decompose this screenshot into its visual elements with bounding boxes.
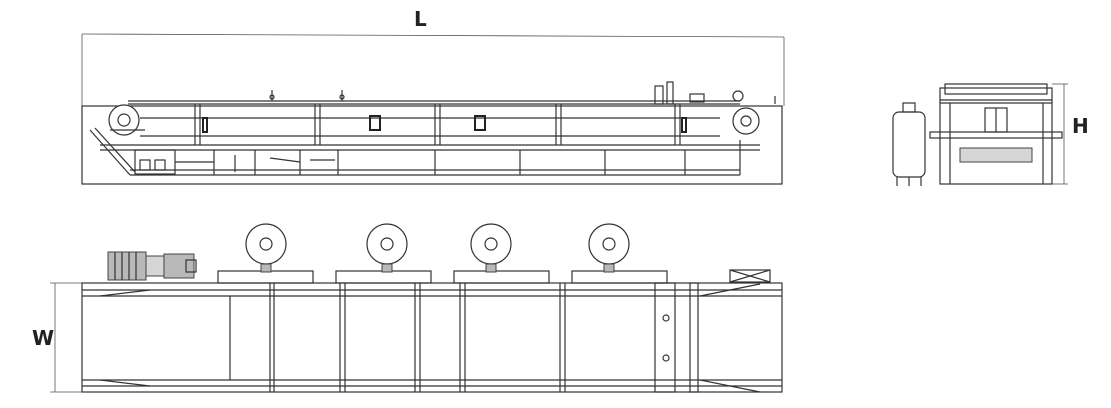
end-view: H — [892, 83, 1089, 186]
roller-support-plates — [217, 270, 668, 284]
width-dimension-label: W — [32, 326, 54, 350]
head-roller-left — [108, 104, 145, 136]
end-frame — [929, 83, 1063, 185]
tail-roller-right — [732, 90, 760, 135]
side-view: L — [81, 7, 785, 185]
pressure-roller-2 — [366, 223, 408, 273]
height-dimension-label: H — [1072, 114, 1089, 138]
belt-frame — [81, 269, 783, 393]
side-frame — [81, 90, 783, 185]
top-view: W — [32, 223, 783, 393]
water-tank — [892, 102, 926, 186]
pressure-roller-3 — [470, 223, 512, 273]
drive-motor — [107, 251, 197, 281]
length-dimension-label: L — [414, 7, 427, 31]
drive-unit-side — [134, 149, 335, 175]
tension-unit — [654, 81, 776, 105]
press-rollers-side — [202, 115, 687, 133]
pressure-roller-1 — [245, 223, 287, 273]
length-dimension-line — [81, 33, 785, 38]
pressure-roller-4 — [588, 223, 630, 273]
